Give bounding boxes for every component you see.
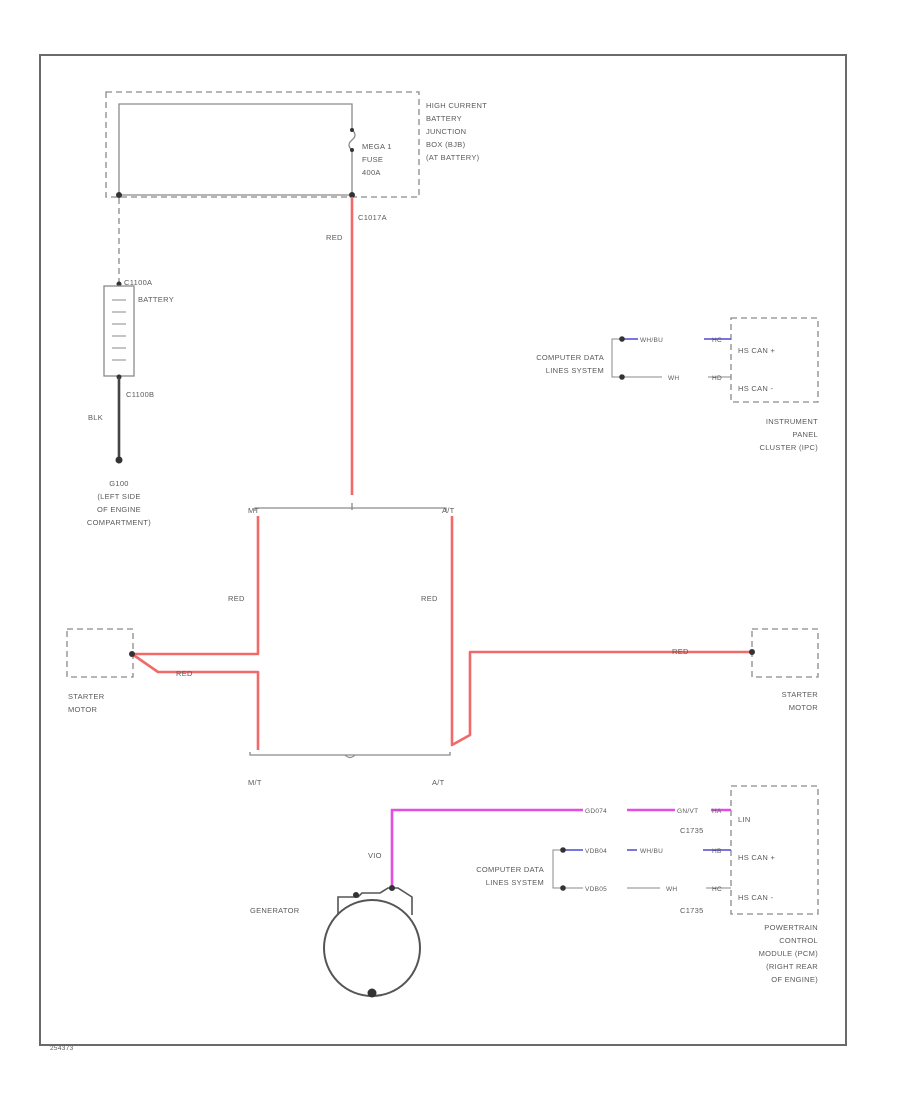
ground-icon (115, 456, 123, 464)
pcm-label-2: CONTROL (779, 936, 818, 945)
pcm-pin-can-plus: HS CAN + (738, 853, 776, 862)
main-feed-label: RED (326, 233, 343, 242)
pcm-label-4: (RIGHT REAR (766, 962, 818, 971)
junction-box-label-4: BOX (BJB) (426, 140, 466, 149)
ipc-label-3: CLUSTER (IPC) (760, 443, 819, 452)
pcm-pin-lin: LIN (738, 815, 751, 824)
pcm-wire-color-minus: WH (666, 886, 677, 893)
ipc-wire-color-plus: WH/BU (640, 337, 663, 344)
pcm-can-plus-arrow-icon (560, 847, 566, 853)
mt-wire-label-2: RED (176, 669, 193, 678)
starter-motor-left-box (66, 628, 134, 678)
diagram-border (39, 54, 847, 1046)
junction-box-label-5: (AT BATTERY) (426, 153, 480, 162)
pcm-pin-can-minus: HS CAN - (738, 893, 774, 902)
ipc-wire-color-minus: WH (668, 375, 679, 382)
pcm-label-5: OF ENGINE) (771, 975, 818, 984)
connector-c1017a: C1017A (358, 213, 387, 222)
pcm-computer-data-1: COMPUTER DATA (476, 865, 544, 874)
starter-right-label-2: MOTOR (789, 703, 819, 712)
mt-bottom-label: M/T (248, 778, 262, 787)
ground-label-2: (LEFT SIDE (97, 492, 140, 501)
ground-label-3: OF ENGINE (97, 505, 141, 514)
generator-label: GENERATOR (250, 906, 300, 915)
pcm-pin-hb: HB (712, 848, 722, 855)
can-minus-circuit-label: VDB05 (585, 886, 607, 893)
can-plus-circuit-label: VDB04 (585, 848, 607, 855)
ipc-can-plus-arrow-icon (619, 336, 625, 342)
ipc-label-1: INSTRUMENT (766, 417, 818, 426)
option-bracket-bottom (249, 752, 451, 756)
ipc-computer-data-1: COMPUTER DATA (536, 353, 604, 362)
junction-box-label-2: BATTERY (426, 114, 462, 123)
ipc-pin-can-plus: HS CAN + (738, 346, 776, 355)
lin-circuit-label: GD074 (585, 808, 607, 815)
pcm-connector-bottom: C1735 (680, 906, 704, 915)
at-top-label: A/T (442, 506, 455, 515)
generator-icon (323, 885, 421, 998)
pcm-can-minus-arrow-icon (560, 885, 566, 891)
pcm-pin-ha: HA (712, 808, 722, 815)
mt-starter-wire-lower (131, 652, 260, 750)
ground-label-4: COMPARTMENT) (87, 518, 151, 527)
ipc-can-minus-arrow-icon (619, 374, 625, 380)
at-wire-label-2: RED (672, 647, 689, 656)
at-wire-label: RED (421, 594, 438, 603)
fuse-label-2: FUSE (362, 155, 383, 164)
battery-top-connector: C1100A (124, 278, 152, 287)
mt-wire-label: RED (228, 594, 245, 603)
mt-starter-wire-upper (132, 516, 260, 656)
pcm-connector-top: C1735 (680, 826, 704, 835)
at-starter-wire (450, 516, 752, 747)
ground-label-1: G100 (109, 479, 129, 488)
option-bracket-top (254, 507, 447, 511)
fuse-icon (348, 129, 356, 151)
starter-left-label-2: MOTOR (68, 705, 98, 714)
pcm-label-1: POWERTRAIN (764, 923, 818, 932)
fuse-label-1: MEGA 1 (362, 142, 392, 151)
ground-wire-label: BLK (88, 413, 103, 422)
junction-box-label-1: HIGH CURRENT (426, 101, 487, 110)
battery-label: BATTERY (138, 295, 174, 304)
at-bottom-label: A/T (432, 778, 445, 787)
ipc-computer-data-2: LINES SYSTEM (546, 366, 604, 375)
ipc-label-2: PANEL (792, 430, 818, 439)
diagram-id: 254373 (50, 1045, 74, 1052)
battery-icon (103, 285, 135, 377)
junction-box-label-3: JUNCTION (426, 127, 466, 136)
pcm-wire-color-plus: WH/BU (640, 848, 663, 855)
pcm-computer-data-2: LINES SYSTEM (486, 878, 544, 887)
fuse-label-3: 400A (362, 168, 381, 177)
pcm-pin-hc: HC (712, 886, 722, 893)
battery-bottom-connector: C1100B (126, 390, 154, 399)
ipc-module-box (730, 317, 819, 403)
starter-motor-right-box (751, 628, 819, 678)
ipc-pin-can-minus: HS CAN - (738, 384, 774, 393)
ipc-pin-hd: HD (712, 375, 722, 382)
junction-box (105, 91, 420, 198)
lin-wire-color: GN/VT (677, 808, 698, 815)
mt-top-label: MT (248, 506, 260, 515)
ipc-pin-hc: HC (712, 337, 722, 344)
pcm-label-3: MODULE (PCM) (759, 949, 819, 958)
generator-wire-label: VIO (368, 851, 382, 860)
starter-left-label-1: STARTER (68, 692, 105, 701)
starter-right-label-1: STARTER (782, 690, 819, 699)
